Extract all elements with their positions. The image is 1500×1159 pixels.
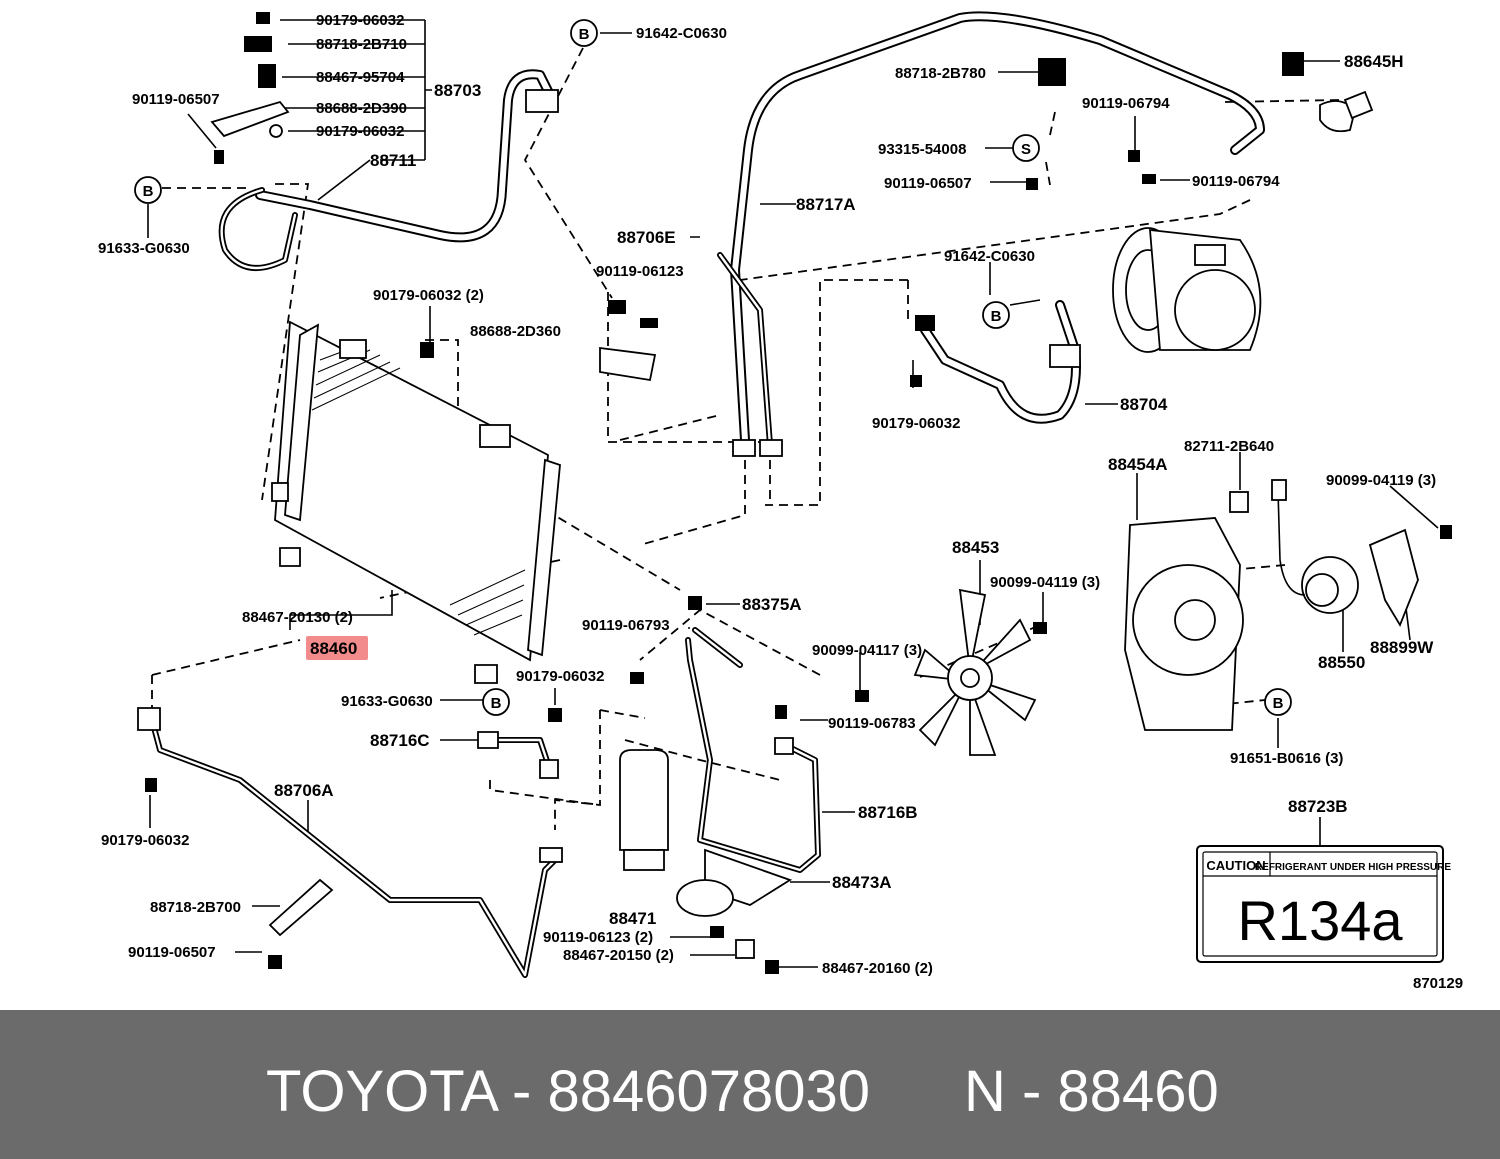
- fastener-label[interactable]: 90179-06032: [316, 123, 404, 140]
- part-label-88716b[interactable]: 88716B: [858, 803, 918, 822]
- refrigerant-type: R134a: [1237, 889, 1403, 952]
- part-label-88473a[interactable]: 88473A: [832, 873, 892, 892]
- fastener-label[interactable]: 90119-06123: [596, 263, 684, 280]
- part-label-88706a[interactable]: 88706A: [274, 781, 334, 800]
- part-info-footer: TOYOTA - 8846078030 N - 88460: [0, 1010, 1500, 1159]
- fastener-label[interactable]: 91633-G0630: [341, 693, 433, 710]
- compressor: [1112, 90, 1374, 353]
- fastener-label[interactable]: 88718-2B700: [150, 899, 241, 916]
- fastener-label[interactable]: 90119-06783: [828, 715, 916, 732]
- fastener-label[interactable]: 88467-20150 (2): [563, 947, 674, 964]
- fan-88453: [913, 588, 1037, 756]
- fastener-label[interactable]: 90119-06793: [582, 617, 670, 634]
- caution-warning: REFRIGERANT UNDER HIGH PRESSURE: [1255, 862, 1451, 873]
- marker-s: S: [1021, 141, 1031, 158]
- ac-system-exploded-diagram: B B S B B B CAUTION REFRIGERANT UNDER HI…: [98, 11, 1463, 992]
- fastener-label[interactable]: 88467-20130 (2): [242, 609, 353, 626]
- fastener-label[interactable]: 90099-04119 (3): [990, 574, 1100, 591]
- brand-part-number: TOYOTA - 8846078030: [266, 1059, 871, 1124]
- fastener-labels: 90179-06032 88718-2B710 88467-95704 8868…: [98, 12, 1463, 992]
- fastener-label[interactable]: 88688-2D390: [316, 100, 407, 117]
- marker-b: B: [991, 308, 1002, 325]
- marker-b: B: [579, 26, 590, 43]
- part-label-88460[interactable]: 88460: [310, 639, 357, 658]
- refrigerant-hoses: [149, 11, 1265, 978]
- fastener-label[interactable]: 82711-2B640: [1184, 438, 1274, 455]
- fastener-label[interactable]: 90119-06507: [884, 175, 972, 192]
- fastener-label[interactable]: 90119-06794: [1192, 173, 1280, 190]
- part-label-88899w[interactable]: 88899W: [1370, 638, 1434, 657]
- figure-code: 870129: [1413, 975, 1463, 992]
- fastener-label[interactable]: 90179-06032: [872, 415, 960, 432]
- fastener-label[interactable]: 90099-04119 (3): [1326, 472, 1436, 489]
- fastener-label[interactable]: 88467-20160 (2): [822, 960, 933, 977]
- part-label-88723b[interactable]: 88723B: [1288, 797, 1348, 816]
- fastener-symbols: [137, 12, 1452, 974]
- fastener-label[interactable]: 90099-04117 (3): [812, 642, 922, 659]
- caution-word: CAUTION: [1206, 858, 1265, 873]
- diagram-reference: N - 88460: [964, 1059, 1219, 1124]
- fan-motor-88550: [1229, 479, 1419, 628]
- receiver-dryer-88471: [619, 749, 793, 959]
- part-label-88471[interactable]: 88471: [609, 909, 656, 928]
- fastener-label[interactable]: 88688-2D360: [470, 323, 561, 340]
- fan-assembly: [913, 479, 1419, 756]
- fastener-label[interactable]: 93315-54008: [878, 141, 966, 158]
- fastener-label[interactable]: 90119-06507: [132, 91, 220, 108]
- part-label-88717a[interactable]: 88717A: [796, 195, 856, 214]
- part-label-88645h[interactable]: 88645H: [1344, 52, 1404, 71]
- fastener-label[interactable]: 91642-C0630: [944, 248, 1035, 265]
- circle-markers: B B S B B B: [134, 19, 1292, 716]
- fastener-label[interactable]: 88718-2B780: [895, 65, 986, 82]
- marker-b: B: [491, 695, 502, 712]
- marker-b: B: [143, 183, 154, 200]
- part-label-88703[interactable]: 88703: [434, 81, 481, 100]
- part-label-88550[interactable]: 88550: [1318, 653, 1365, 672]
- part-label-88711[interactable]: 88711: [370, 151, 416, 170]
- marker-b: B: [1273, 695, 1284, 712]
- condenser-88460: [271, 320, 561, 662]
- highlight-88460: [306, 636, 368, 660]
- fastener-label[interactable]: 90179-06032: [316, 12, 404, 29]
- fastener-label[interactable]: 90179-06032: [516, 668, 604, 685]
- caution-label-88723b: CAUTION REFRIGERANT UNDER HIGH PRESSURE …: [1196, 845, 1451, 963]
- fastener-label[interactable]: 91651-B0616 (3): [1230, 750, 1343, 767]
- fastener-label[interactable]: 88718-2B710: [316, 36, 407, 53]
- part-label-88375a[interactable]: 88375A: [742, 595, 802, 614]
- part-label-88704[interactable]: 88704: [1120, 395, 1168, 414]
- fastener-label[interactable]: 90119-06123 (2): [543, 929, 653, 946]
- fastener-label[interactable]: 90119-06794: [1082, 95, 1170, 112]
- part-label-88716c[interactable]: 88716C: [370, 731, 430, 750]
- part-label-88706e[interactable]: 88706E: [617, 228, 676, 247]
- fastener-label[interactable]: 91633-G0630: [98, 240, 190, 257]
- part-number-labels: 88703 88711 88704 88717A 88706E 88645H 8…: [274, 52, 1434, 928]
- fastener-label[interactable]: 90119-06507: [128, 944, 216, 961]
- fastener-label[interactable]: 90179-06032 (2): [373, 287, 484, 304]
- part-label-88453[interactable]: 88453: [952, 538, 999, 557]
- fastener-label[interactable]: 88467-95704: [316, 69, 405, 86]
- fastener-label[interactable]: 90179-06032: [101, 832, 189, 849]
- fastener-label[interactable]: 91642-C0630: [636, 25, 727, 42]
- part-label-88454a[interactable]: 88454A: [1108, 455, 1168, 474]
